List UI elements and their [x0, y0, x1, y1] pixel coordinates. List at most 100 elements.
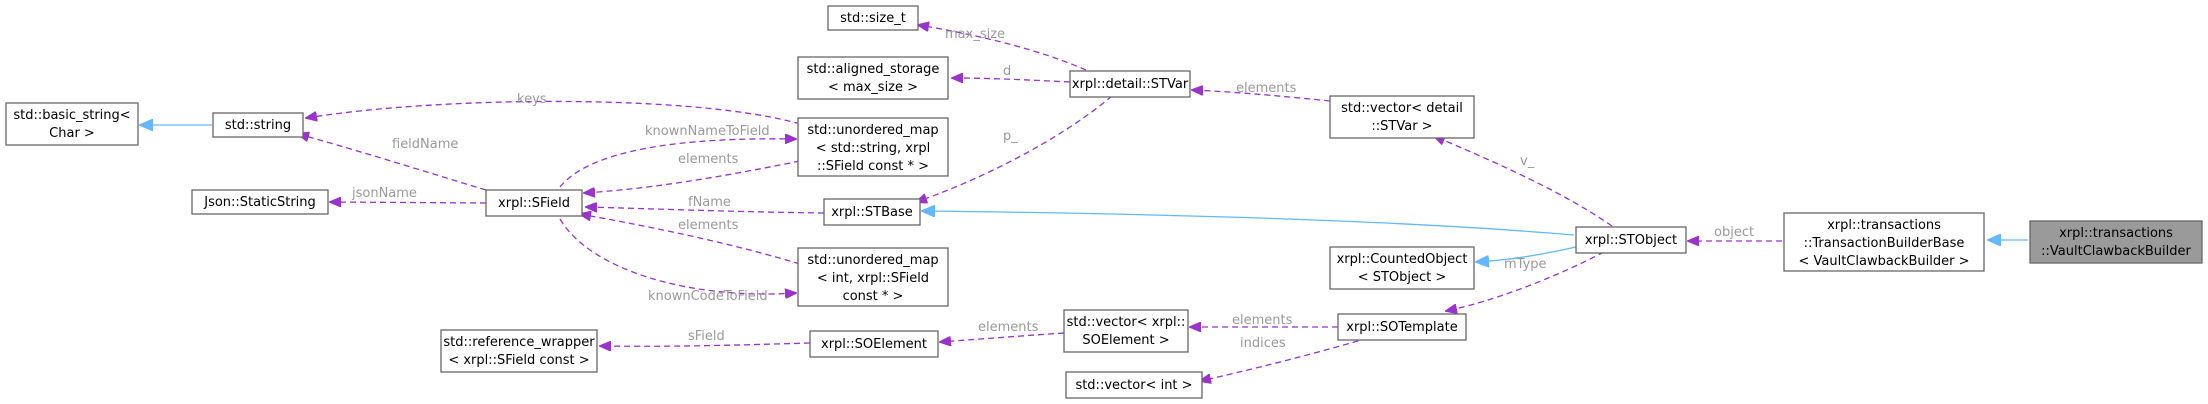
node-transaction-builder-base[interactable]: xrpl::transactions ::TransactionBuilderB… [1783, 212, 1985, 272]
edge-p: p_ [916, 95, 1113, 202]
node-std-string-box [212, 112, 304, 138]
node-std-reference-wrapper-box [440, 329, 598, 373]
edge-indices: indices [1200, 336, 1369, 381]
node-xrpl-sotemplate-box [1337, 313, 1467, 341]
node-xrpl-detail-stvar-box [1069, 70, 1191, 98]
edge-stobject-stbase-line [922, 211, 1575, 236]
edge-label-elements-umap-int: elements [678, 218, 739, 233]
edge-label-jsonName: jsonName [351, 186, 417, 201]
edge-keys: keys [306, 92, 801, 125]
edge-elements-vec-soel: elements [1190, 313, 1338, 328]
node-vault-clawback-builder-label-1: ::VaultClawbackBuilder [2041, 244, 2191, 259]
node-std-vector-int-label-0: std::vector< int > [1075, 378, 1192, 393]
node-std-basic-string[interactable]: std::basic_string< Char > [5, 102, 139, 146]
node-std-string-label-0: std::string [225, 118, 291, 133]
node-std-unordered-map-string-label-1: < std::string, xrpl [816, 141, 930, 156]
node-xrpl-stobject[interactable]: xrpl::STObject [1575, 226, 1687, 254]
edge-elements-soelement-line [940, 332, 1065, 342]
node-xrpl-sfield[interactable]: xrpl::SField [485, 189, 583, 217]
edge-mType-line [1446, 251, 1605, 311]
edge-fieldName: fieldName [298, 134, 487, 191]
edge-label-v: v_ [1520, 154, 1535, 169]
node-xrpl-countedobject-box [1329, 246, 1475, 290]
node-std-unordered-map-int-label-1: < int, xrpl::SField [817, 271, 929, 286]
edge-label-knownNameToField: knownNameToField [645, 124, 770, 139]
edge-label-sField: sField [688, 329, 725, 344]
edge-label-mType: mType [1504, 257, 1547, 272]
node-xrpl-soelement-label-0: xrpl::SOElement [821, 337, 927, 352]
node-std-basic-string-label-0: std::basic_string< [13, 108, 130, 123]
node-std-unordered-map-int-label-2: const * > [843, 289, 904, 304]
node-std-vector-soelement[interactable]: std::vector< xrpl:: SOElement > [1063, 309, 1189, 353]
edge-stobject-counted [1476, 246, 1577, 262]
edge-label-object: object [1714, 225, 1754, 240]
node-std-vector-stvar[interactable]: std::vector< detail ::STVar > [1329, 95, 1475, 139]
node-std-vector-int-box [1065, 371, 1203, 399]
edge-label-indices: indices [1240, 336, 1286, 351]
node-std-unordered-map-int-label-0: std::unordered_map [807, 253, 938, 268]
edge-stobject-counted-line [1476, 246, 1577, 262]
node-xrpl-soelement-box [809, 330, 939, 358]
node-xrpl-sotemplate-label-0: xrpl::SOTemplate [1346, 320, 1457, 335]
node-std-aligned-storage[interactable]: std::aligned_storage < max_size > [797, 56, 949, 100]
node-xrpl-stbase[interactable]: xrpl::STBase [823, 198, 921, 226]
node-xrpl-stobject-label-0: xrpl::STObject [1585, 233, 1677, 248]
node-std-basic-string-label-1: Char > [49, 126, 95, 141]
edge-p-line [916, 95, 1113, 202]
node-std-string[interactable]: std::string [212, 112, 304, 138]
edge-label-fieldName: fieldName [392, 137, 458, 152]
node-xrpl-sfield-box [485, 189, 583, 217]
node-std-vector-soelement-label-0: std::vector< xrpl:: [1067, 315, 1186, 330]
edge-label-d: d [1003, 64, 1011, 79]
node-std-vector-stvar-label-0: std::vector< detail [1341, 101, 1463, 116]
node-std-unordered-map-string-label-2: ::SField const * > [817, 159, 929, 174]
node-xrpl-countedobject[interactable]: xrpl::CountedObject < STObject > [1329, 246, 1475, 290]
node-std-unordered-map-string-box [797, 117, 949, 177]
node-xrpl-detail-stvar-label-0: xrpl::detail::STVar [1072, 77, 1189, 92]
node-std-reference-wrapper[interactable]: std::reference_wrapper < xrpl::SField co… [440, 329, 598, 373]
node-xrpl-soelement[interactable]: xrpl::SOElement [809, 330, 939, 358]
edge-knownNameToField-line [559, 139, 796, 188]
edge-max-size: max_size [918, 25, 1087, 71]
node-xrpl-sfield-label-0: xrpl::SField [498, 196, 570, 211]
edge-label-p: p_ [1003, 129, 1018, 144]
edge-keys-line [306, 100, 801, 125]
edge-fieldName-line [298, 134, 487, 191]
node-std-unordered-map-string[interactable]: std::unordered_map < std::string, xrpl :… [797, 117, 949, 177]
node-std-size-t[interactable]: std::size_t [827, 5, 919, 31]
edge-v-line [1434, 136, 1613, 227]
node-std-vector-int[interactable]: std::vector< int > [1065, 371, 1203, 399]
edge-label-max-size: max_size [945, 27, 1005, 42]
edge-v: v_ [1434, 136, 1613, 227]
edge-elements-umap-int: elements [580, 214, 801, 265]
node-std-vector-stvar-label-1: ::STVar > [1371, 119, 1432, 134]
node-transaction-builder-base-label-0: xrpl::transactions [1827, 218, 1941, 233]
node-vault-clawback-builder-box [2029, 220, 2203, 264]
edge-fName-line [586, 207, 825, 214]
edge-sField: sField [600, 329, 811, 346]
node-json-staticstring[interactable]: Json::StaticString [191, 189, 329, 215]
edge-fName: fName [586, 195, 825, 214]
node-xrpl-sotemplate[interactable]: xrpl::SOTemplate [1337, 313, 1467, 341]
edge-label-knownCodeToField: knownCodeToField [648, 289, 768, 304]
edge-d: d [952, 64, 1071, 82]
node-std-aligned-storage-box [797, 56, 949, 100]
node-std-size-t-label-0: std::size_t [840, 11, 906, 26]
edge-elements-umap-str: elements [584, 152, 801, 193]
node-std-reference-wrapper-label-1: < xrpl::SField const > [448, 353, 589, 368]
node-std-reference-wrapper-label-0: std::reference_wrapper [443, 335, 595, 350]
node-xrpl-stobject-box [1575, 226, 1687, 254]
node-vault-clawback-builder[interactable]: xrpl::transactions ::VaultClawbackBuilde… [2029, 220, 2203, 264]
node-std-basic-string-box [5, 102, 139, 146]
edge-jsonName: jsonName [330, 186, 487, 203]
edge-elements-soelement: elements [940, 320, 1065, 342]
edge-label-elements-vec-soel: elements [1232, 313, 1293, 328]
edge-label-keys: keys [517, 92, 547, 107]
edge-max-size-line [918, 25, 1087, 71]
node-std-unordered-map-int[interactable]: std::unordered_map < int, xrpl::SField c… [797, 247, 949, 307]
edge-label-elements-soelement: elements [978, 320, 1039, 335]
edge-knownNameToField: knownNameToField [559, 124, 796, 188]
node-xrpl-stbase-label-0: xrpl::STBase [831, 205, 913, 220]
edge-elements-vec-stvar-line [1192, 90, 1331, 102]
node-xrpl-detail-stvar[interactable]: xrpl::detail::STVar [1069, 70, 1191, 98]
